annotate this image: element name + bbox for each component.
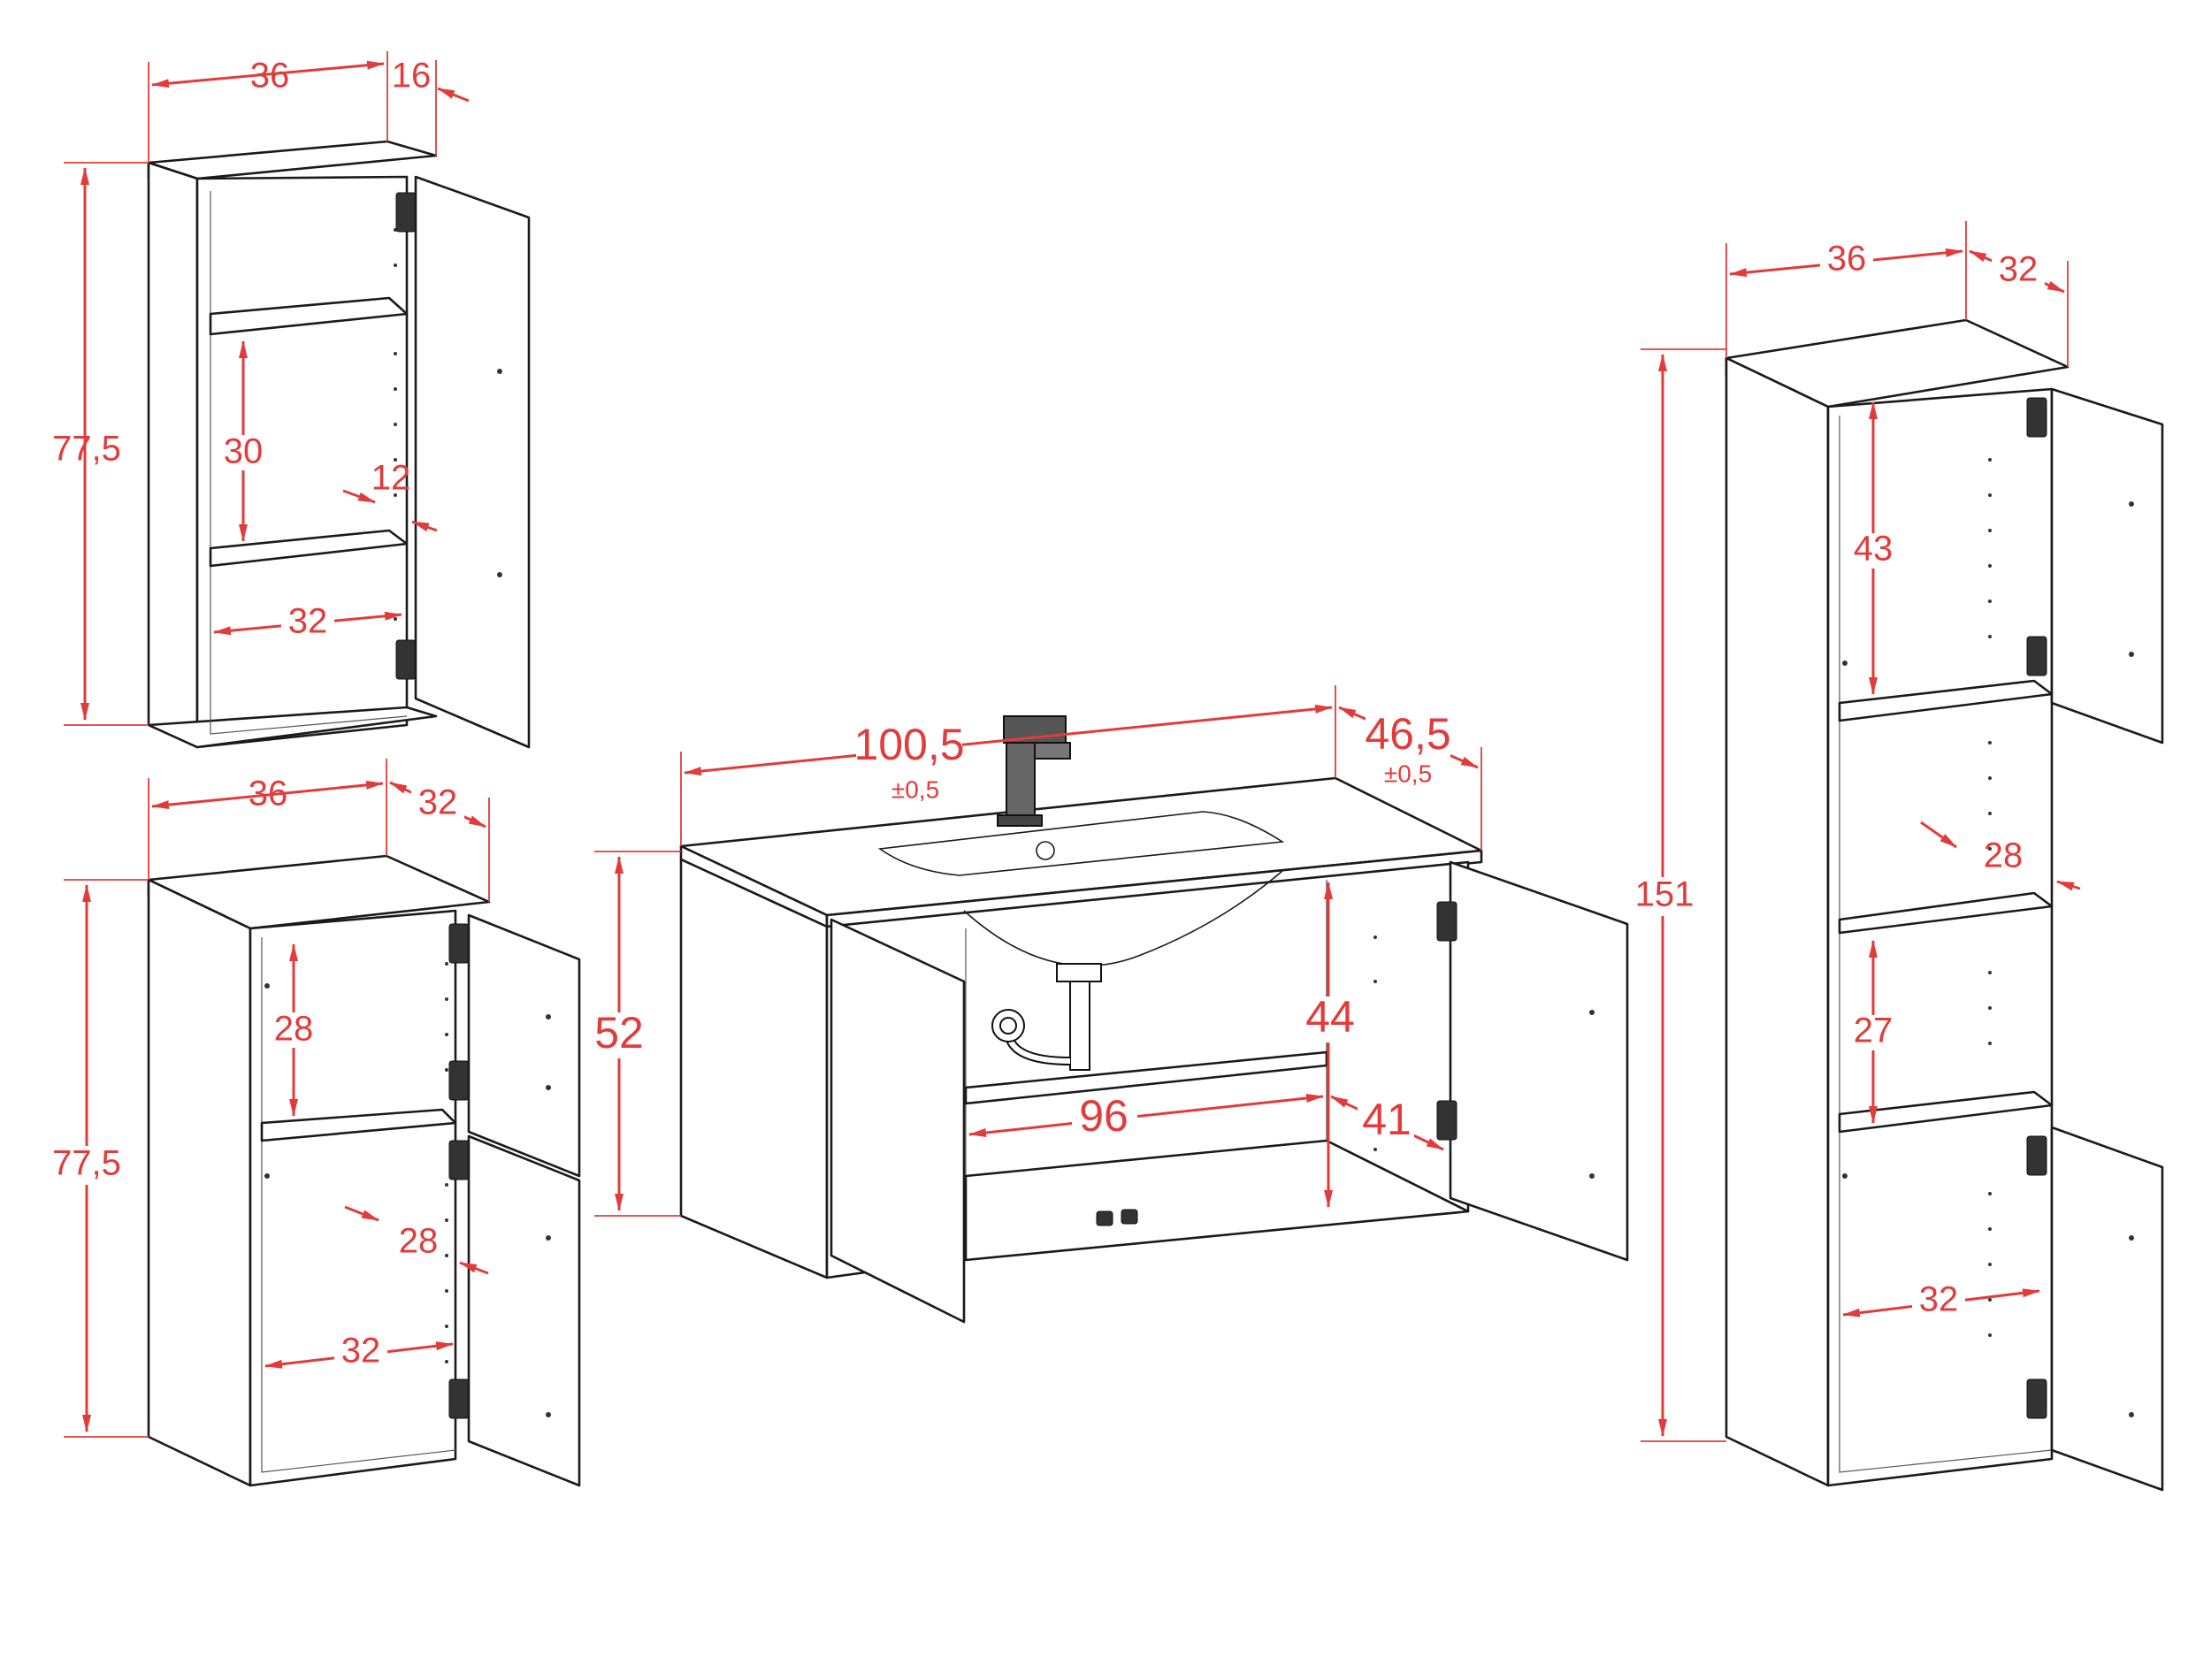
hinge-icon	[2026, 1378, 2047, 1419]
hinge-icon	[2026, 397, 2047, 438]
vanity-dimensions: 100,5 ±0,5 46,5 ±0,5 52 44 96 41	[584, 685, 1482, 1217]
tall-cabinet	[1725, 318, 2164, 1492]
hinge-icon	[2026, 636, 2047, 676]
hinge-icon	[1436, 901, 1457, 942]
hinge-icon	[448, 1060, 470, 1101]
wall-cabinet-depth-label: 16	[392, 57, 432, 95]
tall-cabinet-upper-compartment-label: 43	[1854, 530, 1894, 569]
hinge-icon	[395, 639, 417, 680]
vanity-width-label: 100,5	[853, 720, 964, 769]
tall-cabinet-width-label: 36	[1827, 240, 1867, 279]
vanity-width-tolerance: ±0,5	[891, 775, 939, 803]
base-cabinet-inner-depth-label: 28	[399, 1222, 439, 1261]
vanity-height-label: 52	[594, 1008, 644, 1058]
siphon-icon	[991, 963, 1102, 1071]
hinge-icon	[448, 1378, 470, 1419]
base-cabinet-height-label: 77,5	[52, 1144, 121, 1183]
wall-cabinet-height-label: 77,5	[52, 430, 121, 469]
hinge-icon	[2026, 1135, 2047, 1176]
vanity-depth-label: 46,5	[1365, 709, 1450, 759]
tall-cabinet-dimensions: 36 32 151 43 28 27 32	[1633, 221, 2081, 1442]
tall-cabinet-middle-compartment-label: 27	[1854, 1012, 1894, 1050]
hinge-icon	[1436, 1100, 1457, 1141]
tall-cabinet-holes	[1988, 458, 1992, 1337]
vanity-unit	[679, 715, 1629, 1324]
base-cabinet	[147, 854, 581, 1487]
wall-cabinet-shelf-depth-label: 12	[371, 459, 411, 498]
hinge-icon	[395, 192, 417, 233]
hinge-icon	[448, 923, 470, 964]
vanity-inner-height-label: 44	[1305, 992, 1355, 1042]
tall-cabinet-height-label: 151	[1635, 875, 1695, 914]
vanity-inner-width-label: 96	[1079, 1091, 1128, 1141]
base-cabinet-dimensions: 36 32 77,5 28 28 32	[44, 759, 490, 1438]
tall-cabinet-shelf-depth-label: 28	[1984, 836, 2024, 875]
wall-cabinet-dimensions: 36 16 77,5 30 12 32	[52, 51, 470, 726]
base-cabinet-width-label: 36	[249, 775, 288, 813]
base-cabinet-upper-compartment-label: 28	[274, 1010, 314, 1049]
hinge-icon	[448, 1140, 470, 1180]
tall-cabinet-depth-label: 32	[1999, 250, 2039, 289]
drain-icon	[1036, 841, 1055, 860]
wall-cabinet-width-label: 36	[250, 57, 290, 95]
vanity-depth-tolerance: ±0,5	[1384, 760, 1432, 787]
vanity-inner-depth-label: 41	[1362, 1095, 1412, 1144]
tall-cabinet-inner-width-label: 32	[1919, 1280, 1959, 1319]
wall-cabinet-inner-width-label: 32	[288, 602, 328, 641]
base-cabinet-inner-width-label: 32	[341, 1332, 381, 1371]
wall-cabinet	[147, 140, 531, 749]
base-cabinet-depth-label: 32	[418, 783, 458, 822]
wall-cabinet-shelf-gap-label: 30	[224, 432, 264, 471]
